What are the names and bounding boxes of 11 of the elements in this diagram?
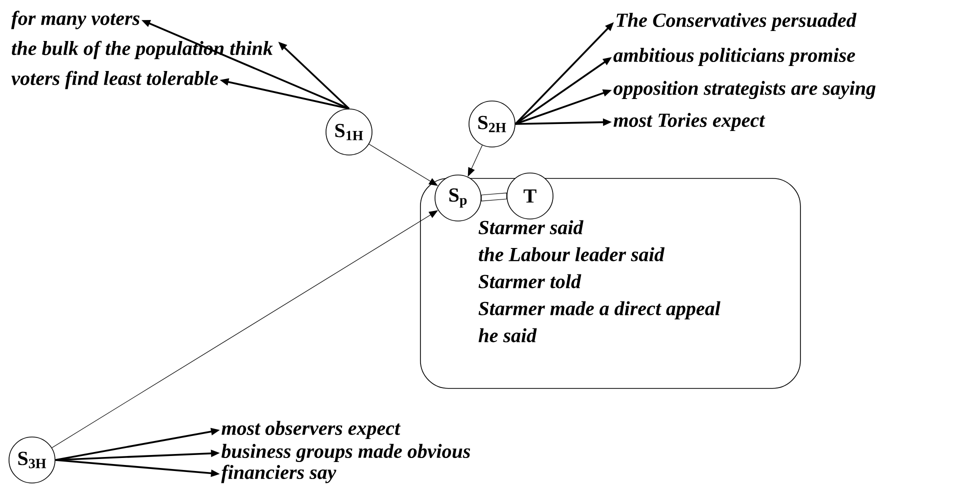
phrase-text: The Conservatives persuaded (616, 12, 857, 32)
arrow (368, 144, 438, 186)
phrase-text: opposition strategists are saying (614, 80, 876, 100)
phrase-text: for many voters (11, 10, 140, 30)
phrase-text: business groups made obvious (221, 444, 470, 462)
phrase-text: financiers say (221, 464, 336, 484)
phrase-text: voters find least tolerable (11, 70, 218, 90)
phrase-text: most Tories expect (614, 112, 766, 132)
double-line (481, 192, 507, 202)
phrase-text: ambitious politicians promise (613, 48, 856, 66)
phrase-text: most observers expect (222, 420, 401, 440)
